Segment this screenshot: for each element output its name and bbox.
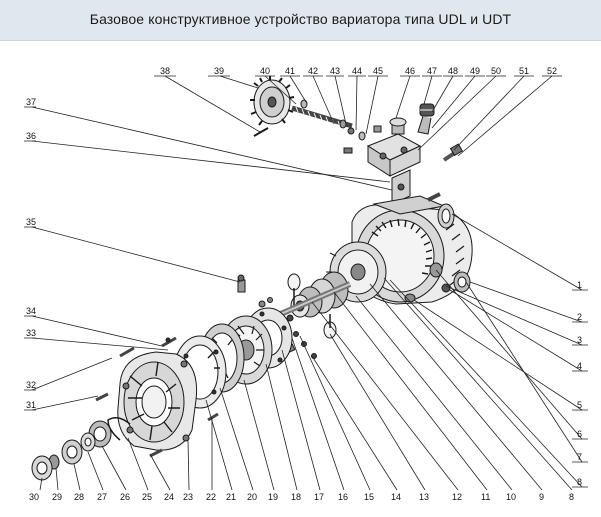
label-8-bottom: 8 — [569, 492, 574, 502]
label-14: 14 — [391, 492, 401, 502]
label-47: 47 — [427, 66, 437, 76]
exploded-view-diagram: 38 39 40 41 42 43 44 45 46 47 48 49 50 5… — [24, 66, 588, 502]
bolt-housing — [427, 192, 441, 202]
label-2: 2 — [577, 312, 582, 322]
handle-pin — [253, 127, 269, 137]
spring-plate-right — [323, 314, 337, 339]
ring-right-upper — [437, 203, 455, 229]
label-8-right: 8 — [577, 477, 582, 487]
label-3: 3 — [577, 335, 582, 345]
label-32: 32 — [26, 380, 36, 390]
page-title: Базовое конструктивное устройство вариат… — [89, 11, 512, 27]
label-20: 20 — [247, 492, 257, 502]
label-30: 30 — [29, 492, 39, 502]
seal-30 — [31, 455, 53, 481]
label-48: 48 — [448, 66, 458, 76]
part-labels-bottom: 30 29 28 27 26 25 24 23 22 21 20 19 18 1… — [29, 492, 574, 502]
label-11: 11 — [481, 492, 490, 502]
label-21: 21 — [226, 492, 236, 502]
small-pins — [258, 297, 317, 359]
label-52: 52 — [547, 66, 557, 76]
label-45: 45 — [373, 66, 383, 76]
label-10: 10 — [506, 492, 516, 502]
label-51: 51 — [519, 66, 529, 76]
small-parts-top — [300, 99, 382, 154]
part-labels-top: 38 39 40 41 42 43 44 45 46 47 48 49 50 5… — [160, 66, 557, 76]
label-50: 50 — [491, 66, 501, 76]
label-43: 43 — [330, 66, 340, 76]
label-19: 19 — [268, 492, 278, 502]
label-34: 34 — [26, 306, 36, 316]
label-44: 44 — [352, 66, 362, 76]
label-9: 9 — [539, 492, 544, 502]
label-49: 49 — [470, 66, 480, 76]
label-6: 6 — [577, 429, 582, 439]
label-22: 22 — [206, 492, 216, 502]
label-38: 38 — [160, 66, 170, 76]
label-25: 25 — [142, 492, 152, 502]
adjusting-block — [366, 117, 422, 177]
shaft — [274, 281, 352, 319]
label-41: 41 — [285, 66, 295, 76]
title-bar: Базовое конструктивное устройство вариат… — [0, 0, 601, 41]
label-33: 33 — [26, 328, 36, 338]
bolts-left — [95, 336, 219, 458]
label-36: 36 — [26, 131, 36, 141]
label-39: 39 — [214, 66, 224, 76]
pointer-knob — [417, 103, 435, 135]
label-1: 1 — [577, 280, 582, 290]
bracket-36 — [391, 169, 411, 205]
label-18: 18 — [291, 492, 301, 502]
spring-plate-left — [287, 273, 301, 306]
part-labels-left: 37 36 35 34 33 32 31 — [26, 97, 36, 410]
label-26: 26 — [120, 492, 130, 502]
label-4: 4 — [577, 361, 582, 371]
label-24: 24 — [164, 492, 174, 502]
circlip — [107, 417, 131, 441]
bolt-top-right — [442, 143, 464, 162]
label-35: 35 — [26, 217, 36, 227]
label-13: 13 — [419, 492, 429, 502]
ring-27 — [80, 432, 96, 452]
label-15: 15 — [364, 492, 374, 502]
label-31: 31 — [26, 400, 36, 410]
label-12: 12 — [452, 492, 462, 502]
seal-28 — [61, 439, 83, 465]
label-17: 17 — [314, 492, 324, 502]
nipple-35 — [237, 274, 246, 293]
part-labels-right: 1 2 3 4 5 6 7 8 — [577, 280, 582, 487]
label-29: 29 — [52, 492, 62, 502]
label-46: 46 — [405, 66, 415, 76]
label-42: 42 — [308, 66, 318, 76]
label-37: 37 — [26, 97, 36, 107]
handwheel — [250, 76, 295, 126]
label-27: 27 — [97, 492, 107, 502]
label-7: 7 — [577, 452, 582, 462]
label-40: 40 — [260, 66, 270, 76]
flange-cover — [117, 351, 198, 451]
label-23: 23 — [183, 492, 193, 502]
label-5: 5 — [577, 400, 582, 410]
label-28: 28 — [74, 492, 84, 502]
label-16: 16 — [338, 492, 348, 502]
leader-lines — [24, 75, 588, 491]
